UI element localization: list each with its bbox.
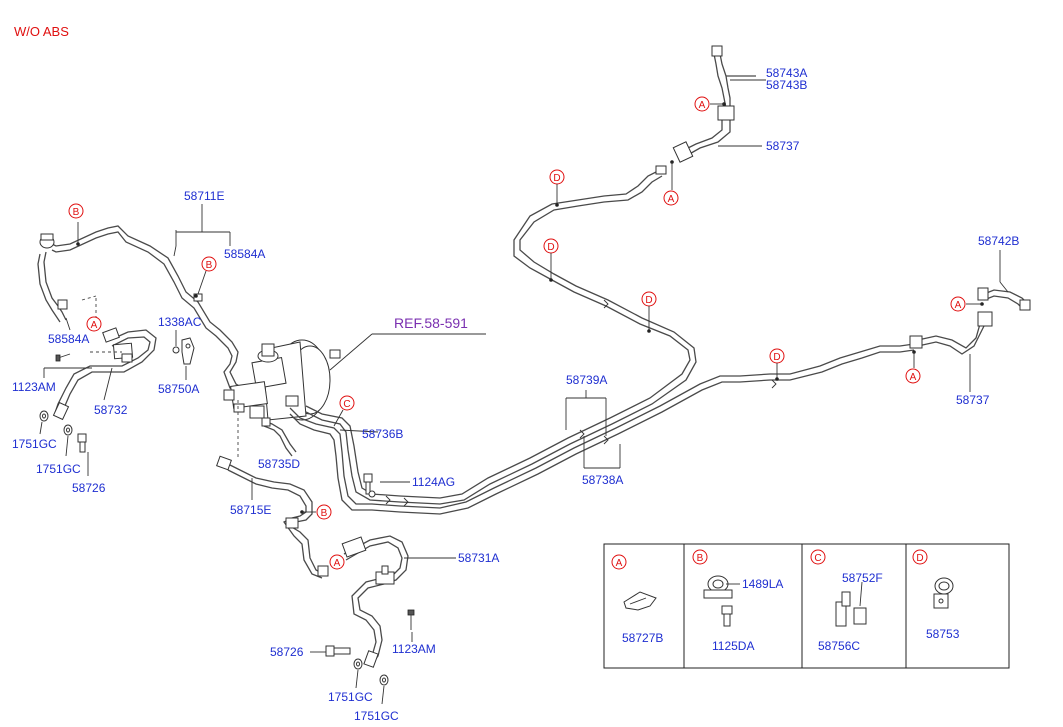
label-58726-bottom: 58726 (270, 645, 304, 659)
pipe-58743A-B (711, 45, 756, 109)
label-58737-right: 58737 (956, 393, 990, 407)
label-1123AM-bottom: 1123AM (392, 642, 436, 656)
callout-A-2: A (329, 554, 345, 570)
washer-1751GC-c (353, 658, 363, 670)
legend-part-1489LA: 1489LA (742, 577, 783, 591)
bolt-1124AG (363, 473, 376, 498)
callout-B-2: B (197, 256, 217, 295)
fitting-58711E-end (39, 233, 203, 310)
label-58715E: 58715E (230, 503, 271, 517)
label-1123AM-left: 1123AM (12, 380, 56, 394)
diagram-title: W/O ABS (14, 24, 69, 39)
svg-text:A: A (955, 300, 962, 311)
hose-58732 (52, 327, 157, 421)
callout-A-3: A (694, 96, 710, 112)
callout-A-4: A (663, 190, 679, 206)
pipe-58715E (216, 455, 329, 579)
label-1751GC-d: 1751GC (354, 709, 399, 723)
label-58584A-left: 58584A (48, 332, 89, 346)
label-58584A-top: 58584A (224, 247, 265, 261)
label-58738A: 58738A (582, 473, 623, 487)
label-58711E: 58711E (184, 189, 224, 203)
reference-label: REF.58-591 (394, 315, 468, 331)
legend-part-58727B: 58727B (622, 631, 663, 645)
label-1751GC-c: 1751GC (328, 690, 373, 704)
callout-A-5: A (950, 296, 966, 312)
callout-D-3: D (641, 291, 657, 333)
washer-1751GC-a (39, 410, 49, 422)
label-1751GC-b: 1751GC (36, 462, 81, 476)
bracket-58750A (172, 337, 195, 365)
label-58743A: 58743A (766, 66, 807, 80)
label-1124AG: 1124AG (412, 475, 455, 489)
svg-text:D: D (916, 553, 923, 564)
svg-text:D: D (773, 352, 780, 363)
label-58731A: 58731A (458, 551, 499, 565)
legend-cell-C: C 58752F 58756C (810, 549, 883, 653)
svg-text:D: D (547, 242, 554, 253)
bolt-58726-bottom (325, 645, 351, 657)
brake-booster (223, 339, 341, 421)
clips-main (385, 299, 777, 507)
svg-text:A: A (91, 320, 98, 331)
callout-B-1: B (68, 203, 84, 219)
label-58735D: 58735D (258, 457, 300, 471)
bolt-1123AM-bottom (407, 609, 415, 630)
svg-text:B: B (73, 207, 80, 218)
svg-text:B: B (206, 260, 213, 271)
svg-text:B: B (697, 553, 704, 564)
callout-D-4: D (769, 348, 785, 381)
svg-text:A: A (668, 194, 675, 205)
label-58742B: 58742B (978, 234, 1019, 248)
label-58732: 58732 (94, 403, 128, 417)
legend-cell-A: A 58727B (611, 554, 663, 645)
svg-text:A: A (699, 100, 706, 111)
callout-B-3: B (316, 504, 332, 520)
legend-part-58752F: 58752F (842, 571, 883, 585)
legend-part-1125DA: 1125DA (712, 639, 754, 653)
hose-58742B (977, 287, 1031, 311)
callout-D-2: D (543, 238, 559, 282)
pipe-58739A (305, 169, 697, 505)
legend-part-58756C: 58756C (818, 639, 860, 653)
washer-1751GC-d (379, 674, 389, 686)
svg-text:B: B (321, 508, 328, 519)
label-58736B: 58736B (362, 427, 403, 441)
hose-58737-top (672, 105, 735, 163)
callout-D-1: D (549, 169, 565, 207)
callout-A-1: A (86, 316, 102, 332)
pipe-58736B (289, 343, 915, 515)
pipe-58711E (37, 225, 247, 397)
washer-1751GC-b (63, 424, 73, 436)
bolt-58726-left (77, 433, 87, 453)
callout-A-6: A (905, 368, 921, 384)
hose-58737-right (909, 311, 993, 355)
pipe-58735D (261, 417, 297, 457)
label-1338AC: 1338AC (158, 315, 202, 329)
legend-part-58753: 58753 (926, 627, 960, 641)
legend-cell-D: D 58753 (912, 549, 960, 641)
svg-text:A: A (910, 372, 917, 383)
label-58726-left: 58726 (72, 481, 106, 495)
label-58750A: 58750A (158, 382, 199, 396)
svg-text:C: C (814, 553, 821, 564)
legend-cell-B: B 1489LA 1125DA (692, 549, 783, 653)
svg-text:D: D (553, 173, 560, 184)
label-58743B: 58743B (766, 78, 807, 92)
hose-58731A (341, 535, 409, 668)
svg-text:D: D (645, 295, 652, 306)
svg-text:C: C (343, 399, 350, 410)
legend-table (603, 543, 1010, 669)
fitting-upper-end (655, 165, 667, 175)
svg-text:A: A (334, 558, 341, 569)
callout-C-1: C (333, 395, 355, 427)
label-1751GC-a: 1751GC (12, 437, 57, 451)
svg-text:A: A (616, 558, 623, 569)
label-58739A: 58739A (566, 373, 607, 387)
label-58737-top: 58737 (766, 139, 800, 153)
bolt-1123AM-left (55, 353, 71, 362)
